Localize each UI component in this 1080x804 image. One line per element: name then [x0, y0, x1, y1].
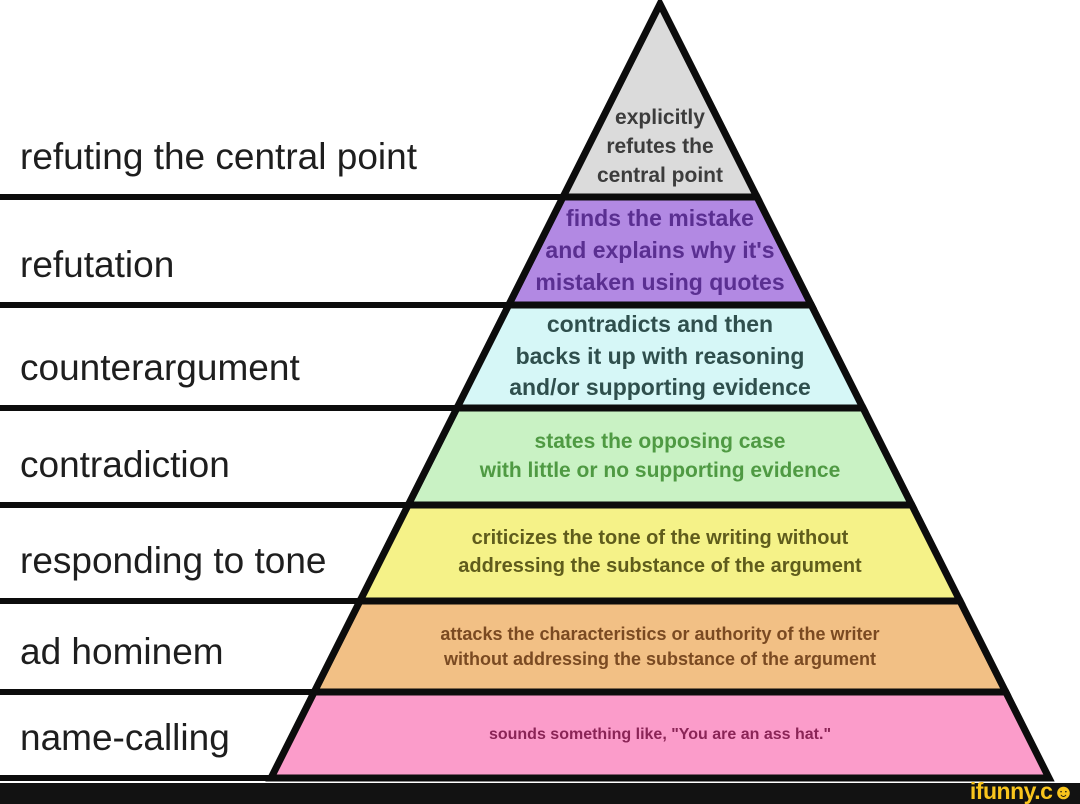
- watermark-bar: ifunny.c☻: [0, 778, 1080, 804]
- pyramid-level-3: [402, 404, 918, 509]
- pyramid-level-5: [308, 597, 1012, 696]
- watermark-text: ifunny.c: [969, 778, 1053, 804]
- watermark: ifunny.c☻: [969, 778, 1075, 804]
- pyramid-level-4: [354, 501, 966, 605]
- pyramid-level-0: [557, 0, 763, 201]
- smiley-face-icon: ☻: [1052, 781, 1074, 804]
- pyramid-level-6: [265, 688, 1055, 782]
- pyramid-level-2: [451, 301, 869, 412]
- pyramid-level-1: [503, 193, 817, 309]
